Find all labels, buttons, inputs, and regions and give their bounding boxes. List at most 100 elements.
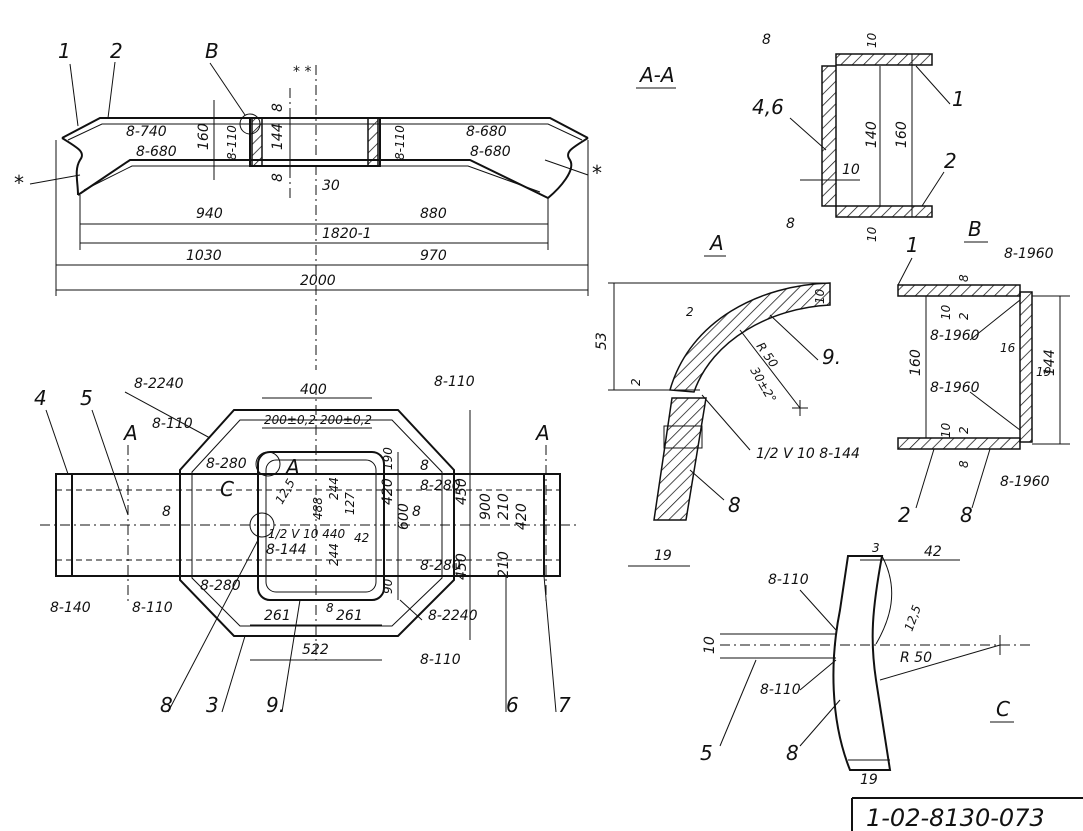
detail-a-dim-19-text: 19 [654, 548, 672, 564]
dim-940-text: 940 [196, 206, 223, 222]
detail-c-weld-bot: 8-110 [760, 682, 801, 698]
detail-b-leader-8 [971, 448, 991, 509]
detail-a-lower-block [663, 425, 703, 449]
section-aa-pos-46: 4,6 [752, 95, 784, 119]
section-aa-leader-2 [921, 171, 945, 207]
plan-weld-110-tl: 8-110 [152, 416, 193, 432]
detail-b-weld-leader-m2 [969, 391, 1021, 431]
plan-dim-42-text: 42 [354, 531, 369, 545]
detail-c-weld-leader-bot [799, 659, 837, 691]
detail-b-pos-2: 2 [898, 503, 911, 527]
detail-b-pos-1: 1 [906, 233, 919, 257]
detail-c-dim-r50: R 50 [900, 650, 932, 666]
section-aa-weld-top: 8 [762, 32, 771, 48]
weld-740: 8-740 [126, 124, 167, 140]
plan-dim-420a-text: 420 [380, 478, 396, 505]
detail-b-dim-10t: 10 [939, 304, 953, 320]
detail-a-pos-9: 9. [822, 345, 841, 369]
leader-pos-9 [281, 599, 301, 713]
plan-weld-2240-top: 8-2240 [134, 376, 184, 392]
plan-section-c: C [220, 477, 234, 501]
section-aa-pos-2: 2 [944, 149, 957, 173]
detail-b-weld-top: 8-1960 [1004, 246, 1054, 262]
detail-a-weld-note: 1/2 V 10 8-144 [756, 446, 860, 462]
plan-weld-2240-bot: 8-2240 [428, 608, 478, 624]
plan-label-9: 9. [266, 693, 285, 717]
plan-weld-110-br: 8-110 [420, 652, 461, 668]
label-star-left: * [14, 171, 24, 195]
detail-b-view: B 1 2 8 8-1960 8-1960 8-1960 8-1960 8 10… [897, 217, 1070, 527]
detail-b-weld-bot: 8-1960 [1000, 474, 1050, 490]
detail-c-plate-curve [875, 555, 893, 645]
plan-label-3: 3 [206, 693, 219, 717]
plan-center-frame [257, 451, 385, 601]
plan-dim-420b-text: 420 [514, 503, 530, 530]
dim-2000-text: 2000 [300, 273, 336, 289]
detail-b-top-plate [897, 284, 1021, 297]
elevation-bottom-plate-inner [83, 165, 541, 193]
dim-1030-text: 1030 [186, 248, 222, 264]
label-elev-b: B [205, 39, 219, 63]
elevation-top-plate-inner [67, 123, 583, 141]
detail-b-dim-2t: 2 [957, 312, 971, 320]
plan-octagon-inner [191, 419, 443, 627]
section-aa-title: A-A [638, 63, 675, 87]
plan-dim-522-text: 522 [302, 642, 329, 658]
detail-c-title: C [996, 697, 1010, 721]
label-pos-1: 1 [58, 39, 71, 63]
detail-a-radius [739, 329, 801, 409]
detail-a-pos-8: 8 [728, 493, 741, 517]
section-aa-dim-10-side: 10 [842, 162, 860, 178]
plan-dim-244a-text: 244 [327, 477, 341, 500]
weld-680-right2: 8-680 [470, 144, 511, 160]
detail-a-dim-53-text: 53 [594, 332, 610, 350]
leader-2 [107, 61, 116, 119]
section-aa-bot-plate [835, 205, 933, 218]
plan-center-frame-inner [265, 459, 377, 593]
leader-star-left [29, 174, 81, 185]
elevation-hatch-left [251, 117, 263, 167]
plan-dim-400-text: 400 [300, 382, 327, 398]
leader-1 [69, 63, 79, 127]
detail-b-leader-1 [897, 257, 913, 286]
detail-c-weld-top: 8-110 [768, 572, 809, 588]
detail-a-leader-8 [689, 469, 725, 501]
dim-1820-text: 1820-1 [322, 226, 372, 242]
detail-b-dim-160-text: 160 [908, 349, 924, 376]
plan-weld-10440: 1/2 V 10 440 [268, 527, 346, 541]
leader-2240-top [124, 391, 211, 439]
elevation-view: 1 2 * * * * B 8-740 8-680 8-680 8-680 8-… [14, 39, 602, 370]
dim-144-text: 144 [270, 123, 286, 150]
plan-label-8: 8 [160, 693, 173, 717]
detail-a-arc-plate [669, 282, 831, 393]
detail-a-lower-plate [653, 397, 707, 521]
plan-dim-125-text: 12,5 [272, 476, 297, 506]
detail-b-pos-8: 8 [960, 503, 973, 527]
elevation-bottom-plate [77, 159, 549, 199]
plan-label-6: 6 [506, 693, 519, 717]
plan-view: 4 5 3 8 9. 6 7 A A C A 8-2240 8-110 8-28… [34, 374, 580, 717]
detail-c-dim-42: 42 [924, 544, 942, 560]
detail-b-dim-10b: 10 [939, 422, 953, 438]
section-aa-leader-46 [789, 117, 827, 151]
detail-c-leader-8 [799, 699, 841, 747]
plan-weld-280-r2: 8-280 [420, 558, 461, 574]
section-aa-leader-1 [915, 65, 951, 105]
weld-680-left: 8-680 [136, 144, 177, 160]
leader-pos-3 [221, 635, 246, 713]
section-aa-dim-140-text: 140 [864, 121, 880, 148]
section-aa-dim-160-text: 160 [894, 121, 910, 148]
elevation-hatch-right [367, 117, 379, 167]
weld-110-left: 8-110 [225, 125, 239, 160]
detail-b-dim-19: 19 [1036, 365, 1051, 379]
detail-a-title: A [708, 231, 724, 255]
detail-a-leader-9 [769, 314, 819, 361]
section-aa-dim-10-bot: 10 [865, 226, 879, 242]
detail-c-dim-10: 10 [702, 636, 718, 654]
plan-detail-a-circle [255, 451, 281, 477]
detail-c-dim-19: 19 [860, 772, 878, 788]
plan-weld-8-right: 8 [412, 504, 421, 520]
detail-c-plate [832, 555, 892, 771]
label-star-right: * [592, 161, 602, 185]
plan-dim-210a-text: 210 [496, 493, 512, 520]
